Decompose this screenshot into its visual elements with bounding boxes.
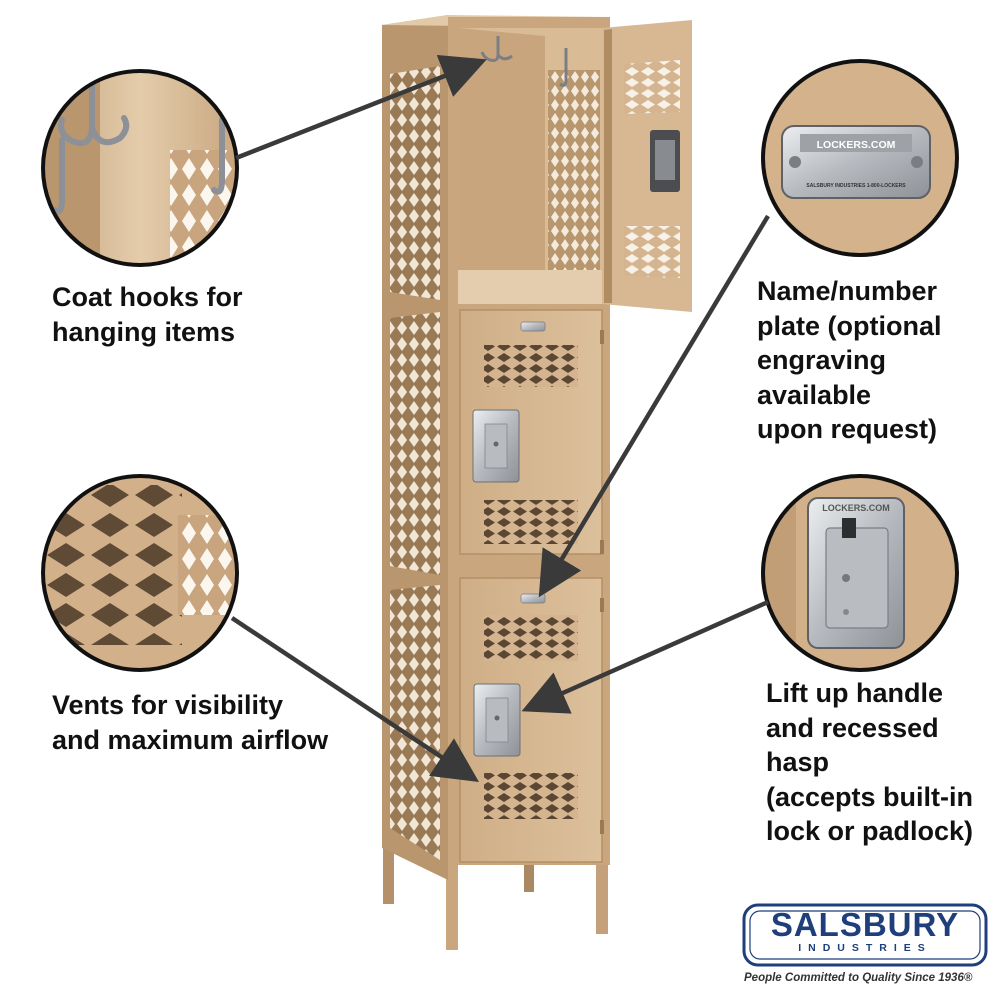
callout-arrows (230, 54, 770, 782)
door-vent (484, 500, 578, 544)
side-mesh (390, 585, 440, 860)
arrow-hooks (235, 54, 487, 161)
locker-unit (382, 15, 692, 950)
detail-circle-handle: LOCKERS.COM (761, 474, 959, 672)
side-mesh (390, 66, 440, 300)
handle-brand: LOCKERS.COM (822, 503, 890, 513)
detail-circle-plate: LOCKERS.COM SALSBURY INDUSTRIES 1-800-LO… (761, 59, 959, 257)
locker-leg (596, 862, 608, 934)
door-vent (484, 773, 578, 819)
door-vent (624, 60, 680, 114)
back-mesh (548, 70, 600, 302)
locker-leg (524, 862, 534, 892)
arrow-handle (521, 599, 769, 714)
arrow-plate (538, 214, 770, 598)
side-mesh (390, 312, 440, 575)
callout-vents: Vents for visibility and maximum airflow (52, 690, 329, 755)
detail-circle-vents (41, 474, 239, 672)
number-plate (520, 593, 546, 604)
number-plate (520, 321, 546, 332)
plate-small-print: SALSBURY INDUSTRIES 1-800-LOCKERS (806, 183, 906, 189)
locker-leg (446, 862, 458, 950)
callout-name-plate: Name/number plate (optional engraving av… (757, 276, 942, 444)
callout-lift-handle: Lift up handle and recessed hasp (accept… (766, 678, 974, 846)
arrow-vents (230, 616, 479, 782)
coat-hook (559, 48, 568, 87)
brand-tagline: People Committed to Quality Since 1936® (744, 972, 973, 984)
brand-name: SALSBURY (770, 906, 960, 943)
door-vent (484, 345, 578, 387)
detail-circle-hooks (41, 69, 239, 267)
door-vent (624, 226, 680, 278)
callout-coat-hooks: Coat hooks for hanging items (52, 282, 243, 347)
brand-logo (742, 903, 988, 967)
brand-subtitle: INDUSTRIES (798, 942, 932, 954)
door-vent (484, 615, 578, 661)
plate-brand: LOCKERS.COM (817, 139, 896, 151)
locker-leg (383, 832, 394, 904)
